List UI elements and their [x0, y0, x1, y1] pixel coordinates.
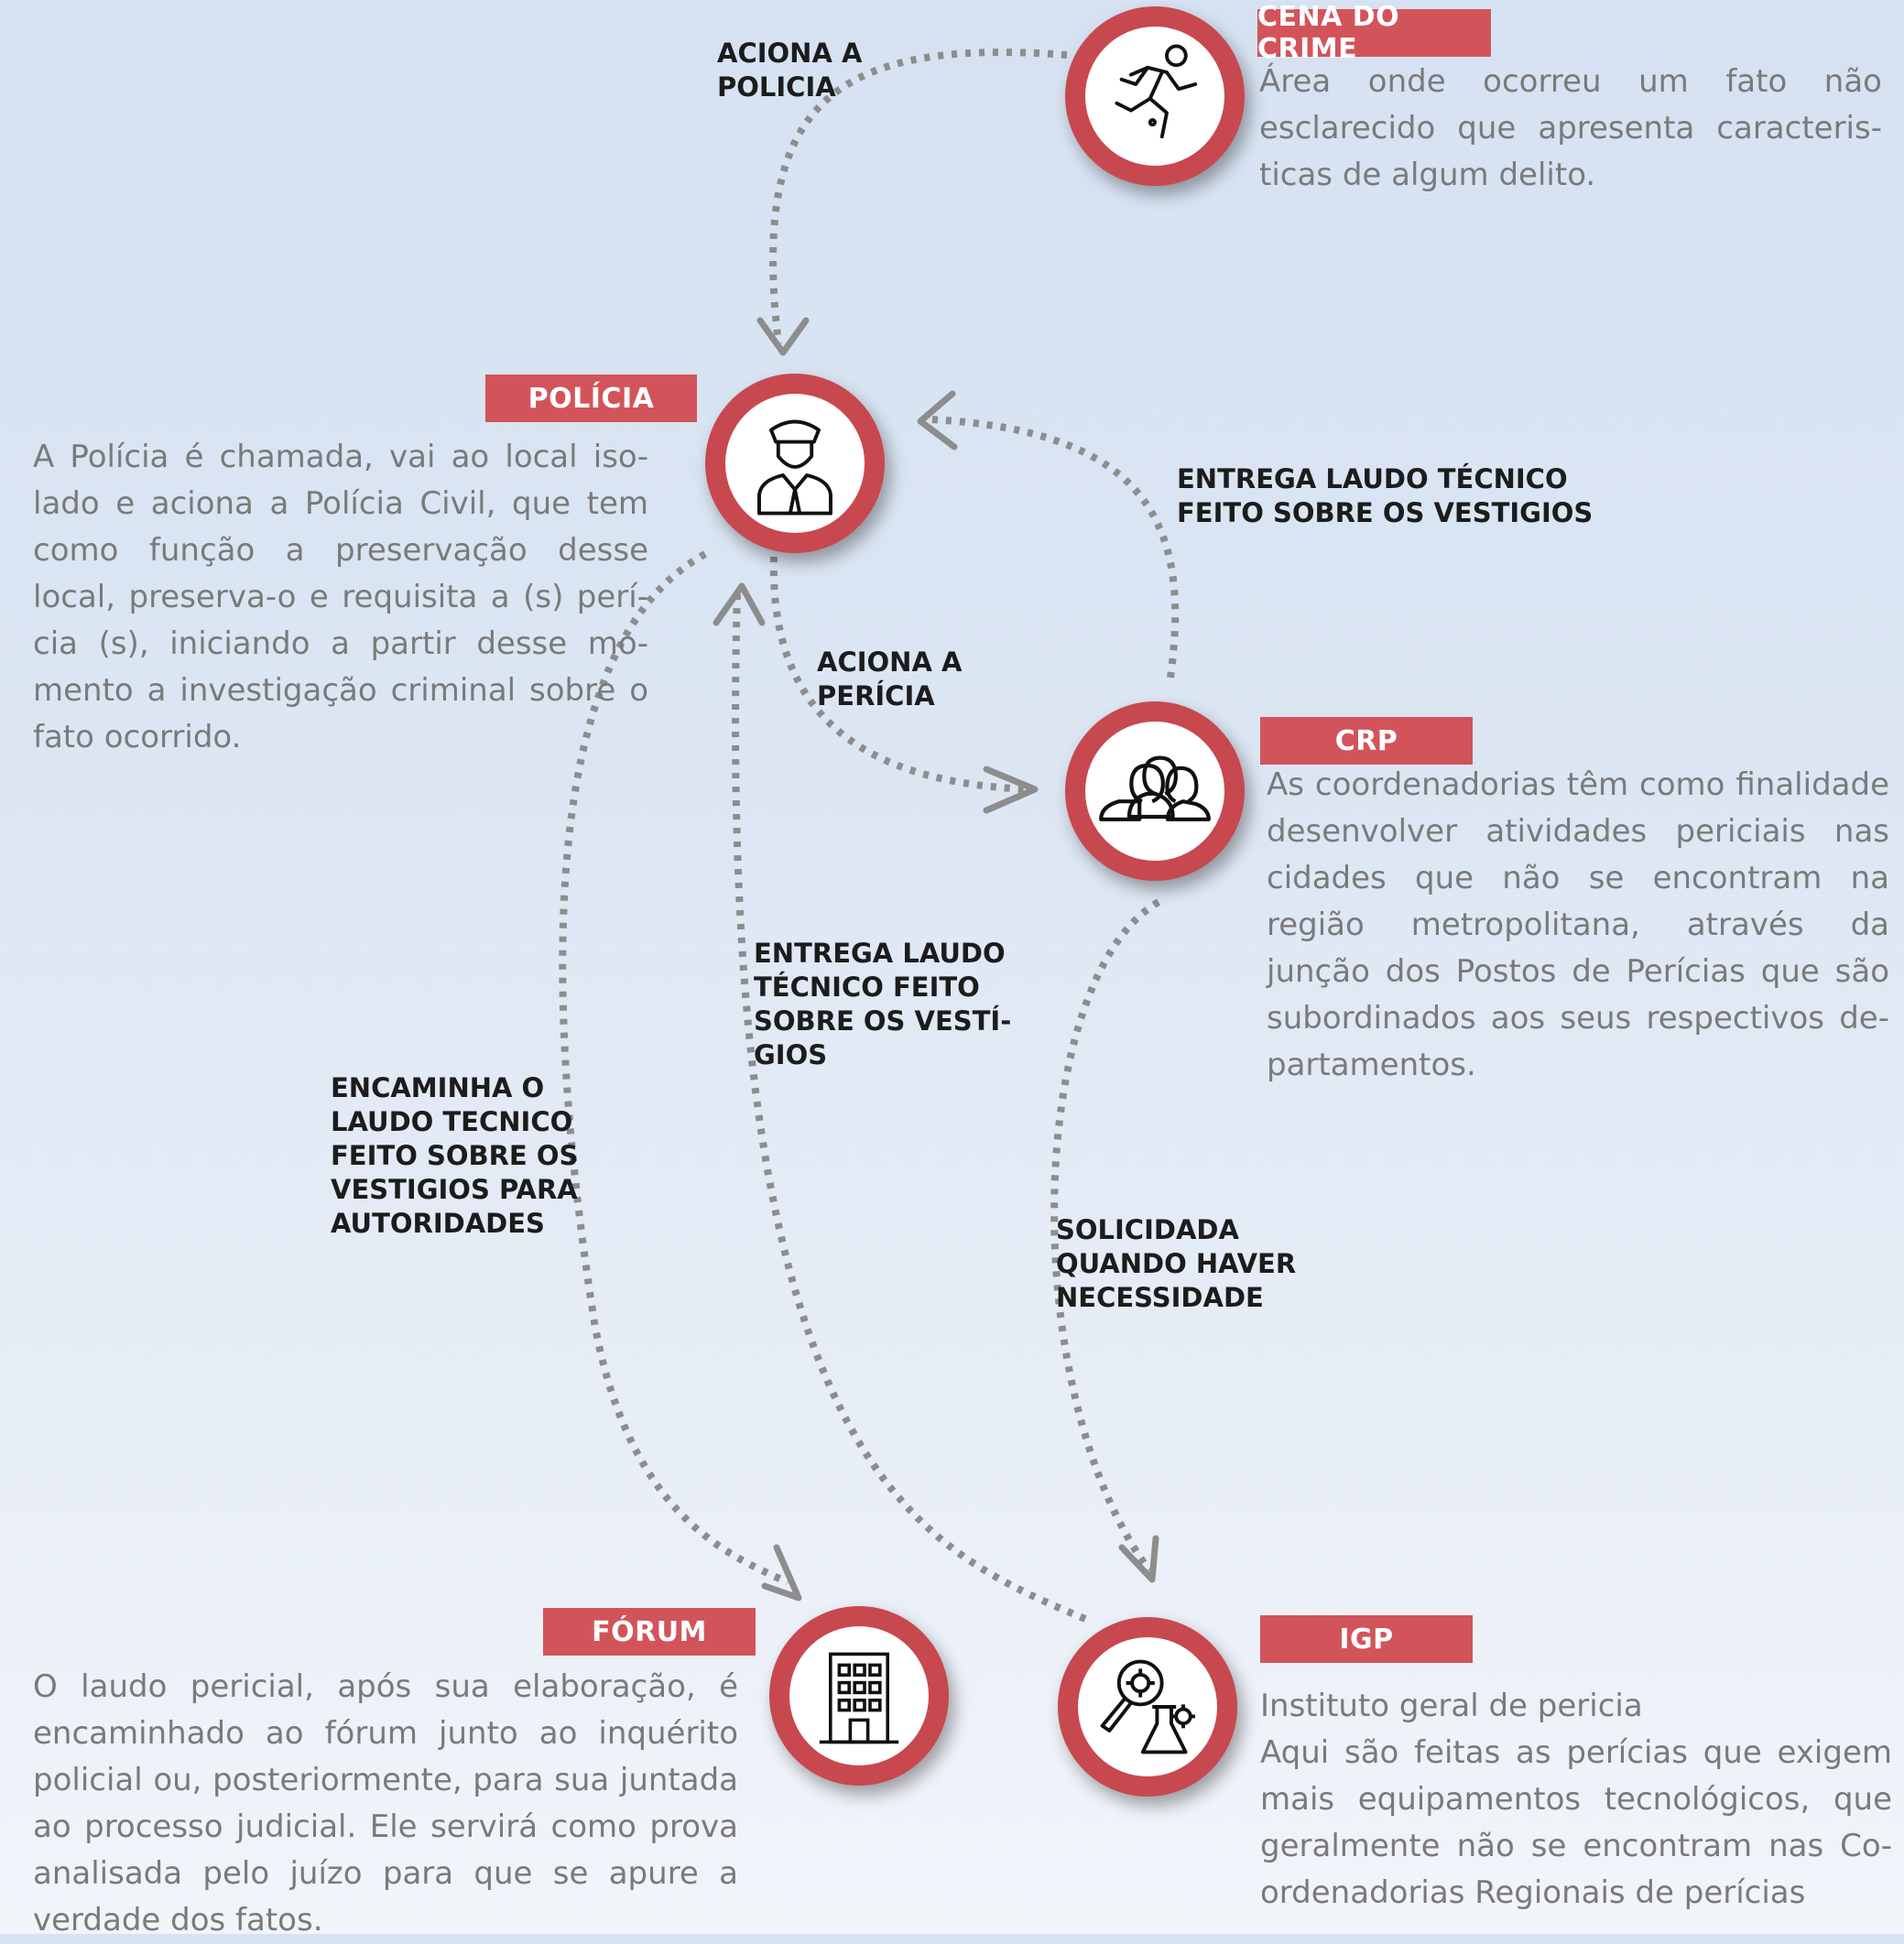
arrowhead-policia-top — [756, 317, 810, 356]
description-crp: As coordenadorias têm como finali­dade d… — [1267, 766, 1889, 1083]
group-of-people-icon — [1099, 755, 1211, 821]
arrowhead-igp — [1118, 1535, 1159, 1583]
tag-igp: IGP — [1260, 1615, 1473, 1663]
running-criminal-icon — [1115, 44, 1198, 139]
arrowhead-policia-bottom — [713, 582, 766, 626]
label-crp-to-igp: SOLICIDADA QUANDO HAVER NECESSIDADE — [1056, 1214, 1297, 1313]
description-forum: O laudo pericial, após sua elaboração, é… — [33, 1668, 738, 1939]
description-cena-do-crime: Área onde ocorreu um fato não esclarecid… — [1259, 63, 1882, 193]
label-policia-to-forum: ENCAMINHA O LAUDO TECNICO FEITO SOBRE OS… — [331, 1072, 579, 1239]
tag-cena-do-crime: CENA DO CRIME — [1257, 1, 1491, 65]
arrow-crp-to-igp — [1050, 898, 1161, 1573]
tag-policia: POLÍCIA — [485, 375, 697, 422]
arrowhead-forum — [761, 1544, 802, 1602]
node-crp — [1065, 701, 1245, 881]
police-officer-icon — [757, 419, 832, 516]
node-cena-do-crime — [1065, 6, 1245, 186]
arrow-crp-to-policia — [929, 416, 1180, 679]
description-policia: A Polícia é chamada, vai ao local iso­la… — [33, 439, 648, 755]
arrow-policia-to-forum — [559, 550, 789, 1586]
node-policia — [705, 374, 885, 553]
node-forum — [769, 1606, 949, 1786]
label-crp-to-policia: ENTREGA LAUDO TÉCNICO FEITO SOBRE OS VES… — [1177, 463, 1594, 528]
arrowhead-crp-left — [983, 766, 1039, 814]
tag-forum: FÓRUM — [543, 1608, 756, 1656]
arrow-policia-to-crp — [769, 556, 1031, 793]
arrow-igp-to-policia — [732, 590, 1087, 1623]
building-icon — [819, 1652, 899, 1744]
label-policia-to-crp: ACIONA A PERÍCIA — [817, 646, 963, 711]
node-igp — [1058, 1617, 1237, 1797]
label-igp-to-policia: ENTREGA LAUDO TÉCNICO FEITO SOBRE OS VES… — [754, 938, 1012, 1070]
description-igp: Aqui são feitas as perícias que exigem m… — [1260, 1734, 1892, 1911]
arrowhead-policia-right — [917, 390, 958, 451]
magnifier-lab-flask-icon — [1100, 1659, 1195, 1754]
label-cena-to-policia: ACIONA A POLICIA — [717, 38, 863, 103]
description-igp-title: Instituto geral de pericia — [1260, 1688, 1643, 1724]
tag-crp: CRP — [1260, 717, 1473, 765]
